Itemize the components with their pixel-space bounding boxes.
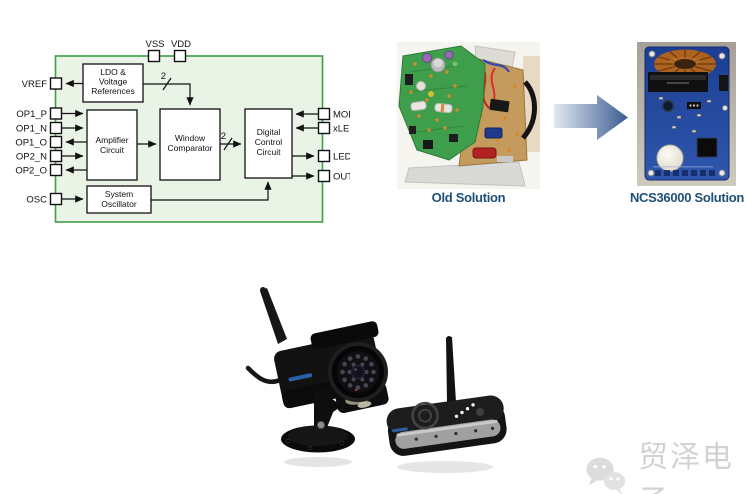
svg-text:VDD: VDD <box>171 39 191 50</box>
svg-text:MODE: MODE <box>333 110 350 121</box>
svg-text:References: References <box>91 86 134 96</box>
svg-text:VREF: VREF <box>22 79 48 90</box>
pin-op1n <box>49 121 63 135</box>
window-comparator-block <box>159 108 221 181</box>
bus-width-label-2: 2 <box>221 131 226 142</box>
pin-squares <box>49 49 331 206</box>
svg-text:System: System <box>105 189 133 199</box>
svg-text:Control: Control <box>255 137 283 147</box>
svg-text:OP1_O: OP1_O <box>15 138 47 149</box>
svg-text:Window: Window <box>175 133 206 143</box>
watermark: 贸泽电子 <box>583 432 747 494</box>
pin-op1p <box>49 107 63 120</box>
ic-chip <box>696 137 718 158</box>
pin-op1o <box>49 135 63 149</box>
electrolytic-cap <box>661 99 675 113</box>
camera-cable <box>245 365 283 385</box>
svg-text:OUT: OUT <box>333 172 350 183</box>
toroid-inductor <box>654 49 716 79</box>
receiver-emblem <box>411 401 439 430</box>
pin-vref <box>49 77 63 90</box>
pin-labels: VSS VDD VREF OP1_P OP1_N OP1_O OP2_N OP2… <box>15 39 350 206</box>
svg-text:Voltage: Voltage <box>99 77 128 87</box>
old-solution-caption: Old Solution <box>431 190 506 205</box>
svg-text:LED: LED <box>333 152 350 163</box>
blue-pcb <box>644 46 730 181</box>
svg-text:OP1_N: OP1_N <box>16 124 47 135</box>
wireless-camera <box>245 287 389 453</box>
pin-led <box>317 149 331 163</box>
svg-text:Comparator: Comparator <box>168 143 213 153</box>
pin-op2o <box>49 163 63 177</box>
watermark-text: 贸泽电子 <box>637 440 734 494</box>
svg-text:Digital: Digital <box>257 127 281 137</box>
bus-width-label-1: 2 <box>161 71 166 82</box>
green-pcb <box>398 45 486 161</box>
svg-text:OP2_N: OP2_N <box>16 152 47 163</box>
receiver-leds <box>454 403 475 418</box>
camera-antenna <box>260 288 287 344</box>
svg-text:Circuit: Circuit <box>256 147 281 157</box>
svg-text:LDO &: LDO & <box>100 67 126 77</box>
receiver-antenna <box>446 337 456 402</box>
pin-op2n <box>49 149 63 163</box>
camera-brand-mark <box>288 373 313 382</box>
svg-text:OP1_P: OP1_P <box>16 109 47 120</box>
pin-mode <box>317 107 331 121</box>
pin-xleden <box>317 121 331 135</box>
svg-text:VSS: VSS <box>145 39 164 50</box>
svg-text:OP2_O: OP2_O <box>15 166 47 177</box>
digital-control-block <box>244 108 293 179</box>
pin-vss <box>147 49 161 63</box>
camera-lens-face <box>328 342 388 402</box>
receiver-brand-mark <box>391 427 408 433</box>
svg-text:Amplifier: Amplifier <box>95 135 128 145</box>
power-cable <box>521 80 537 140</box>
svg-text:Oscillator: Oscillator <box>101 199 137 209</box>
amplifier-block <box>86 109 138 181</box>
pin-osc <box>49 192 63 206</box>
old-solution-photo <box>397 42 540 189</box>
signal-wires <box>62 77 318 203</box>
system-oscillator-block <box>86 185 152 214</box>
camera-mount <box>281 388 355 453</box>
ldo-block <box>82 63 144 103</box>
block-labels: LDO & Voltage References Amplifier Circu… <box>91 67 282 209</box>
svg-text:OSC: OSC <box>26 195 47 206</box>
arrow-right-icon <box>554 95 628 140</box>
camera-kit-photo <box>245 287 507 473</box>
ncs36000-photo <box>637 42 736 186</box>
pin-out <box>317 169 331 183</box>
wechat-icon <box>586 457 626 494</box>
receiver-front-strip <box>395 419 501 449</box>
pin-vdd <box>173 49 187 63</box>
receiver-button <box>476 407 485 416</box>
svg-text:xLED_EN: xLED_EN <box>333 124 350 135</box>
wireless-receiver <box>386 336 507 456</box>
block-diagram: 2 2 LDO & Voltage References Amplifier C… <box>15 39 350 223</box>
svg-text:Circuit: Circuit <box>100 145 125 155</box>
ncs36000-caption: NCS36000 Solution <box>629 190 745 205</box>
